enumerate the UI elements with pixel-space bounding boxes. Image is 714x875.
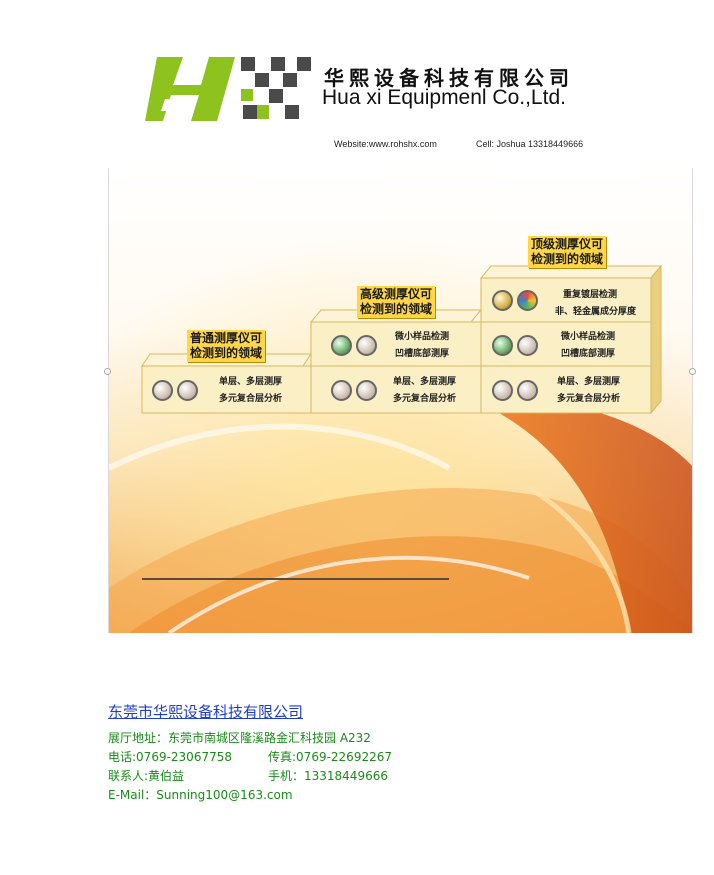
- feature-text: 多元复合层分析: [393, 394, 457, 404]
- sample-icon: [517, 335, 538, 356]
- step1-title: 普通测厚仪可 检测到的领域: [187, 330, 266, 362]
- step2-row2: 单层、多层测厚 多元复合层分析: [393, 374, 456, 408]
- sample-icon: [492, 380, 513, 401]
- step2-title-line1: 高级测厚仪可: [360, 287, 433, 301]
- logo-h-mark: [145, 57, 235, 121]
- sample-icon: [331, 335, 352, 356]
- sample-icon: [356, 380, 377, 401]
- logo-x-mark: [241, 57, 311, 119]
- resize-handle-left[interactable]: [104, 368, 111, 375]
- sample-icon: [177, 380, 198, 401]
- footer-fax: 传真:0769-22692267: [268, 750, 392, 764]
- sample-icon: [492, 335, 513, 356]
- brochure-image: 普通测厚仪可 检测到的领域 高级测厚仪可 检测到的领域 顶级测厚仪可 检测到的领…: [108, 168, 693, 633]
- feature-text: 重复镀层检测: [563, 290, 618, 300]
- company-logo: [145, 57, 311, 121]
- step3-row1: 重复镀层检测 非、轻金属成分厚度: [555, 287, 636, 321]
- feature-text: 单层、多层测厚: [393, 377, 457, 387]
- footer-company-link[interactable]: 东莞市华熙设备科技有限公司: [108, 703, 304, 721]
- step1-title-line1: 普通测厚仪可: [190, 331, 263, 345]
- step3-row2: 微小样品检测 凹槽底部测厚: [561, 329, 615, 363]
- sample-icon: [517, 380, 538, 401]
- step1-row1: 单层、多层测厚 多元复合层分析: [219, 374, 282, 408]
- sample-icon: [517, 290, 538, 311]
- feature-text: 单层、多层测厚: [557, 377, 621, 387]
- step3-title: 顶级测厚仪可 检测到的领域: [528, 236, 607, 268]
- cell-text: Cell: Joshua 13318449666: [476, 139, 584, 149]
- footer-email: E-Mail：Sunning100@163.com: [108, 788, 293, 802]
- footer-tel: 电话:0769-23067758: [108, 750, 232, 764]
- feature-text: 凹槽底部测厚: [561, 349, 616, 359]
- step2-row1: 微小样品检测 凹槽底部测厚: [395, 329, 449, 363]
- step2-title-line2: 检测到的领域: [360, 302, 433, 316]
- company-name-en: Hua xi Equipmenl Co.,Ltd.: [322, 86, 566, 109]
- sample-icon: [492, 290, 513, 311]
- divider-line: [142, 578, 449, 580]
- website-text: Website:www.rohshx.com: [334, 139, 437, 149]
- step2-title: 高级测厚仪可 检测到的领域: [357, 286, 436, 318]
- footer-mobile: 手机：13318449666: [268, 769, 388, 783]
- feature-text: 微小样品检测: [395, 332, 450, 342]
- company-name-cn: 华熙设备科技有限公司: [324, 66, 574, 90]
- feature-text: 多元复合层分析: [219, 394, 283, 404]
- footer-address: 展厅地址：东莞市南城区隆溪路金汇科技园 A232: [108, 731, 371, 745]
- feature-text: 微小样品检测: [561, 332, 616, 342]
- sample-icon: [331, 380, 352, 401]
- step3-row3: 单层、多层测厚 多元复合层分析: [557, 374, 620, 408]
- step3-title-line2: 检测到的领域: [531, 252, 604, 266]
- feature-text: 凹槽底部测厚: [395, 349, 450, 359]
- feature-text: 多元复合层分析: [557, 394, 621, 404]
- feature-text: 非、轻金属成分厚度: [555, 307, 637, 317]
- step1-title-line2: 检测到的领域: [190, 346, 263, 360]
- sample-icon: [152, 380, 173, 401]
- step3-title-line1: 顶级测厚仪可: [531, 237, 604, 251]
- footer-contact: 联系人:黄伯益: [108, 769, 185, 783]
- sample-icon: [356, 335, 377, 356]
- feature-text: 单层、多层测厚: [219, 377, 283, 387]
- resize-handle-right[interactable]: [689, 368, 696, 375]
